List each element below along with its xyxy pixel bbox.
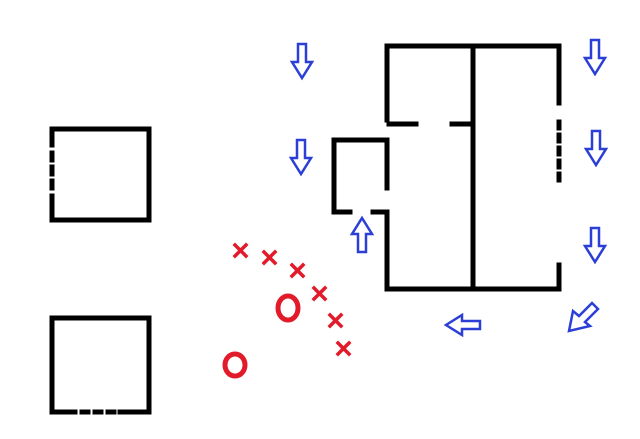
circle-icon: [275, 293, 301, 323]
arrow-down-left-icon: [567, 301, 600, 333]
arrow-left-icon: [443, 312, 482, 338]
arrow-down-icon: [583, 129, 609, 168]
cross-icon: [232, 242, 249, 259]
main-building: [384, 43, 562, 292]
cross-icon: [327, 312, 344, 329]
arrow-up-icon: [349, 215, 375, 254]
arrows-group: [288, 38, 609, 338]
arrow-down-icon: [582, 38, 608, 77]
cross-icon: [335, 340, 352, 357]
arrow-down-icon: [289, 42, 315, 81]
cross-icon: [311, 285, 328, 302]
left-bottom-room: [49, 315, 152, 415]
left-top-room-wall: [49, 126, 152, 223]
cross-icon: [261, 249, 278, 266]
circle-icon: [222, 351, 248, 379]
x-marks-group: [232, 242, 352, 357]
cross-icon: [289, 262, 306, 279]
side-annex-wall: [331, 137, 390, 215]
left-bottom-room-wall: [49, 315, 152, 415]
o-marks-group: [222, 293, 301, 379]
arrow-down-icon: [288, 138, 314, 177]
arrow-down-icon: [582, 226, 608, 265]
side-annex: [331, 137, 390, 215]
left-top-room: [49, 126, 152, 223]
